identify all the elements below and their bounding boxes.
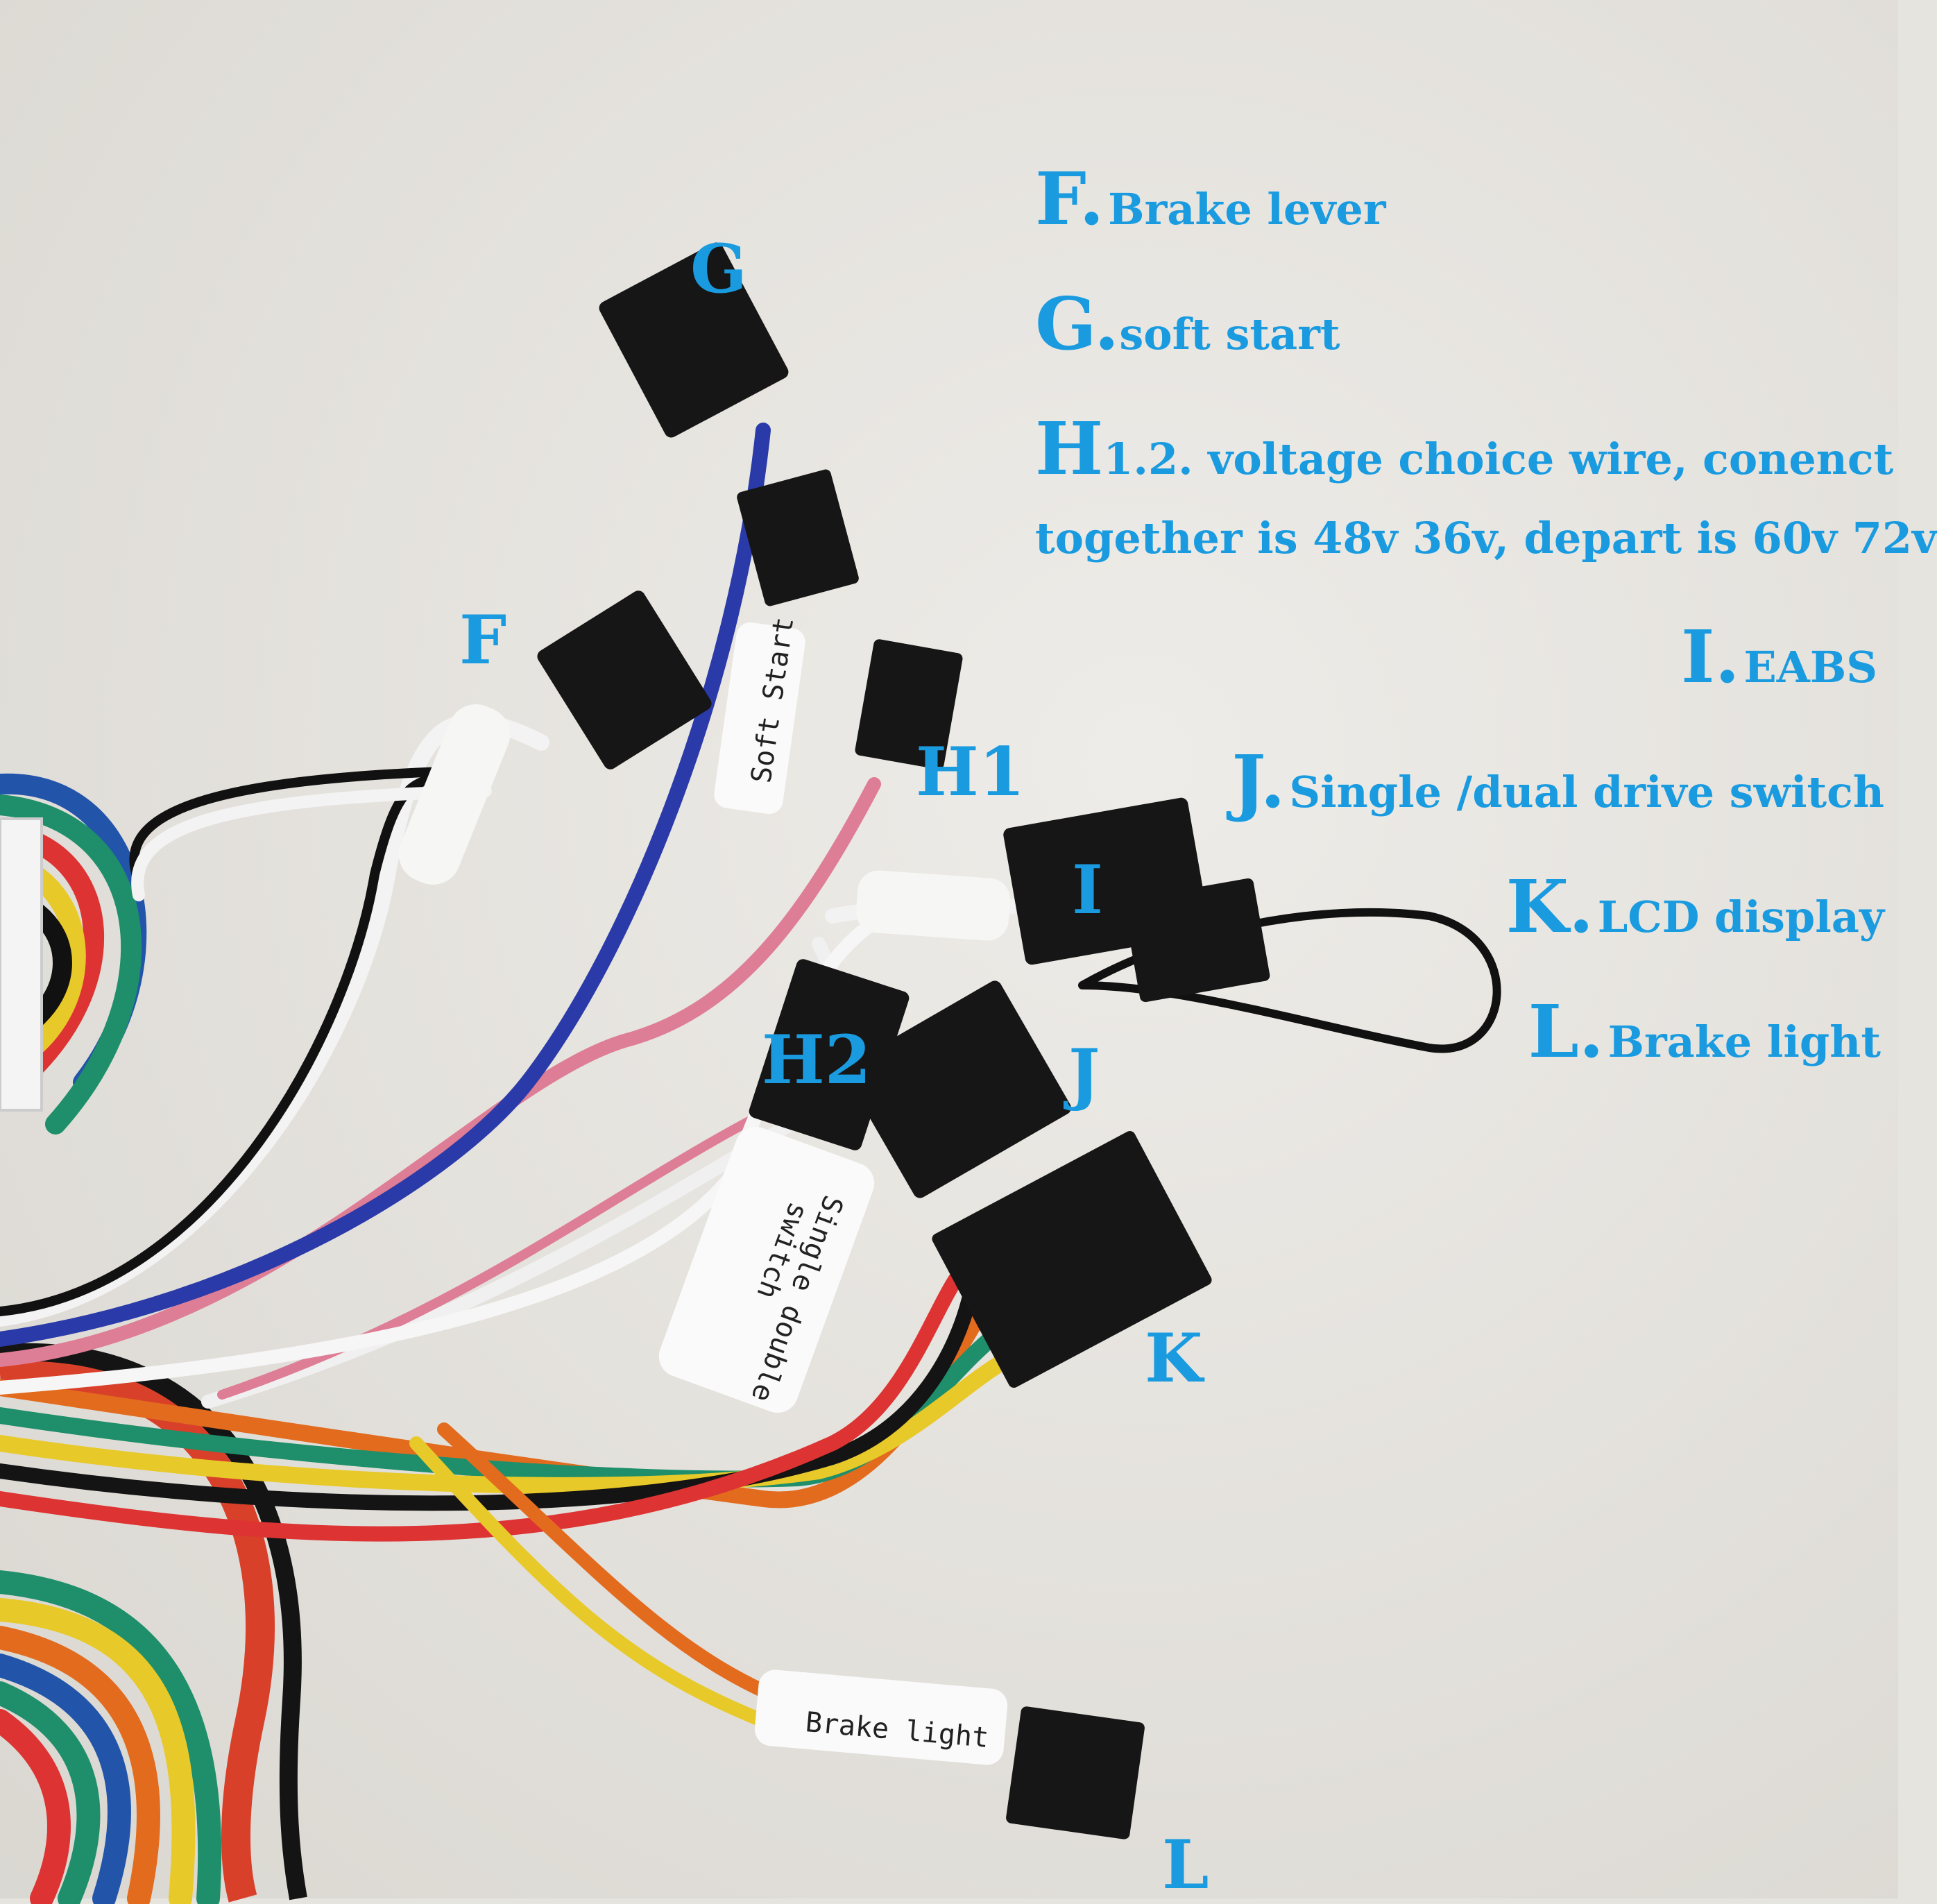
legend-h-cont-text: together is 48v 36v, depart is 60v 72v xyxy=(1035,513,1937,563)
connector-k xyxy=(932,1130,1212,1388)
legend-j-letter: J. xyxy=(1231,739,1286,824)
legend-h-text: 1.2. voltage choice wire, conenct xyxy=(1103,434,1894,484)
legend-k-text: LCD display xyxy=(1597,892,1884,942)
wiring-harness-photo: Soft Start Single double switch Brake li… xyxy=(0,0,1898,1904)
legend-f-letter: F. xyxy=(1035,156,1104,241)
connector-j xyxy=(844,980,1071,1198)
legend-l: L. Brake light xyxy=(1528,996,1881,1068)
background xyxy=(0,0,1898,1898)
tag-k: K xyxy=(1145,1319,1203,1397)
legend-g: G.soft start xyxy=(1035,288,1340,360)
legend-i-letter: I. xyxy=(1681,614,1740,699)
main-harness xyxy=(0,1269,1014,1728)
legend-f-text: Brake lever xyxy=(1108,184,1386,235)
red-wire-loop xyxy=(0,1358,275,1903)
legend-g-text: soft start xyxy=(1119,309,1340,359)
soft-start-sleeve xyxy=(714,622,805,815)
connector-l xyxy=(1006,1706,1145,1839)
legend-k: K. LCD display xyxy=(1506,871,1884,943)
legend-h-cont: together is 48v 36v, depart is 60v 72v xyxy=(1035,517,1937,560)
legend-l-text: Brake light xyxy=(1607,1017,1881,1067)
connectors xyxy=(537,242,1270,1839)
tag-f: F xyxy=(459,601,507,679)
legend-g-letter: G. xyxy=(1035,281,1120,366)
tag-j: J xyxy=(1068,1035,1100,1113)
legend-l-letter: L. xyxy=(1528,989,1605,1074)
eabs-sleeve xyxy=(856,870,1010,941)
connector-g-plug xyxy=(737,469,859,606)
legend-i: I. EABS xyxy=(1681,621,1877,693)
brake-light-sleeve xyxy=(754,1669,1008,1765)
legend-j-text: Single /dual drive switch xyxy=(1289,767,1884,817)
legend-j: J. Single /dual drive switch xyxy=(1231,746,1884,818)
tag-l: L xyxy=(1162,1826,1209,1904)
legend-i-text: EABS xyxy=(1743,642,1877,692)
tag-g: G xyxy=(690,230,747,308)
brake-lever-sleeve xyxy=(398,704,511,885)
left-wire-bundle xyxy=(0,773,222,1904)
tag-h1: H1 xyxy=(916,733,1025,811)
single-double-sleeve xyxy=(658,1126,875,1413)
tag-h2: H2 xyxy=(762,1021,871,1099)
legend-f: F. Brake lever xyxy=(1035,163,1386,235)
connector-i-plug xyxy=(1123,878,1270,1003)
connector-h1 xyxy=(855,639,963,770)
connector-f xyxy=(537,590,712,770)
connector-g xyxy=(599,242,789,438)
legend-k-letter: K. xyxy=(1505,864,1594,949)
legend-h: H1.2. voltage choice wire, conenct xyxy=(1035,413,1893,485)
tag-i: I xyxy=(1072,851,1103,929)
legend-h-letter: H xyxy=(1035,406,1104,491)
